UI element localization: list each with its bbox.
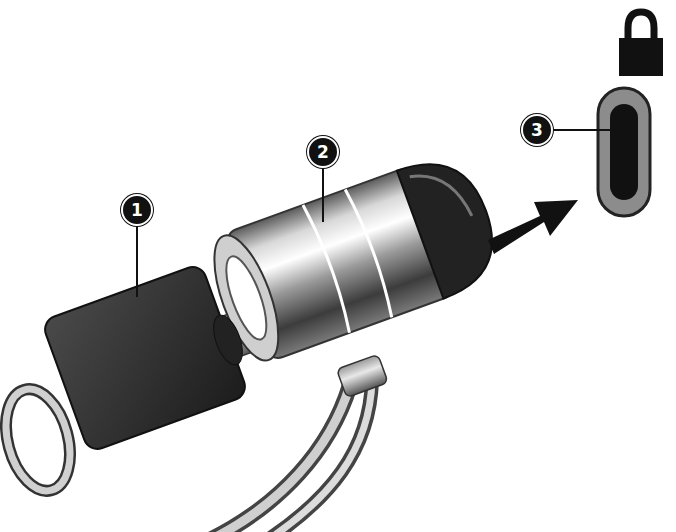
callout-number: 2 <box>307 136 339 168</box>
callout-number: 1 <box>121 194 153 226</box>
callout-number: 3 <box>521 114 553 146</box>
